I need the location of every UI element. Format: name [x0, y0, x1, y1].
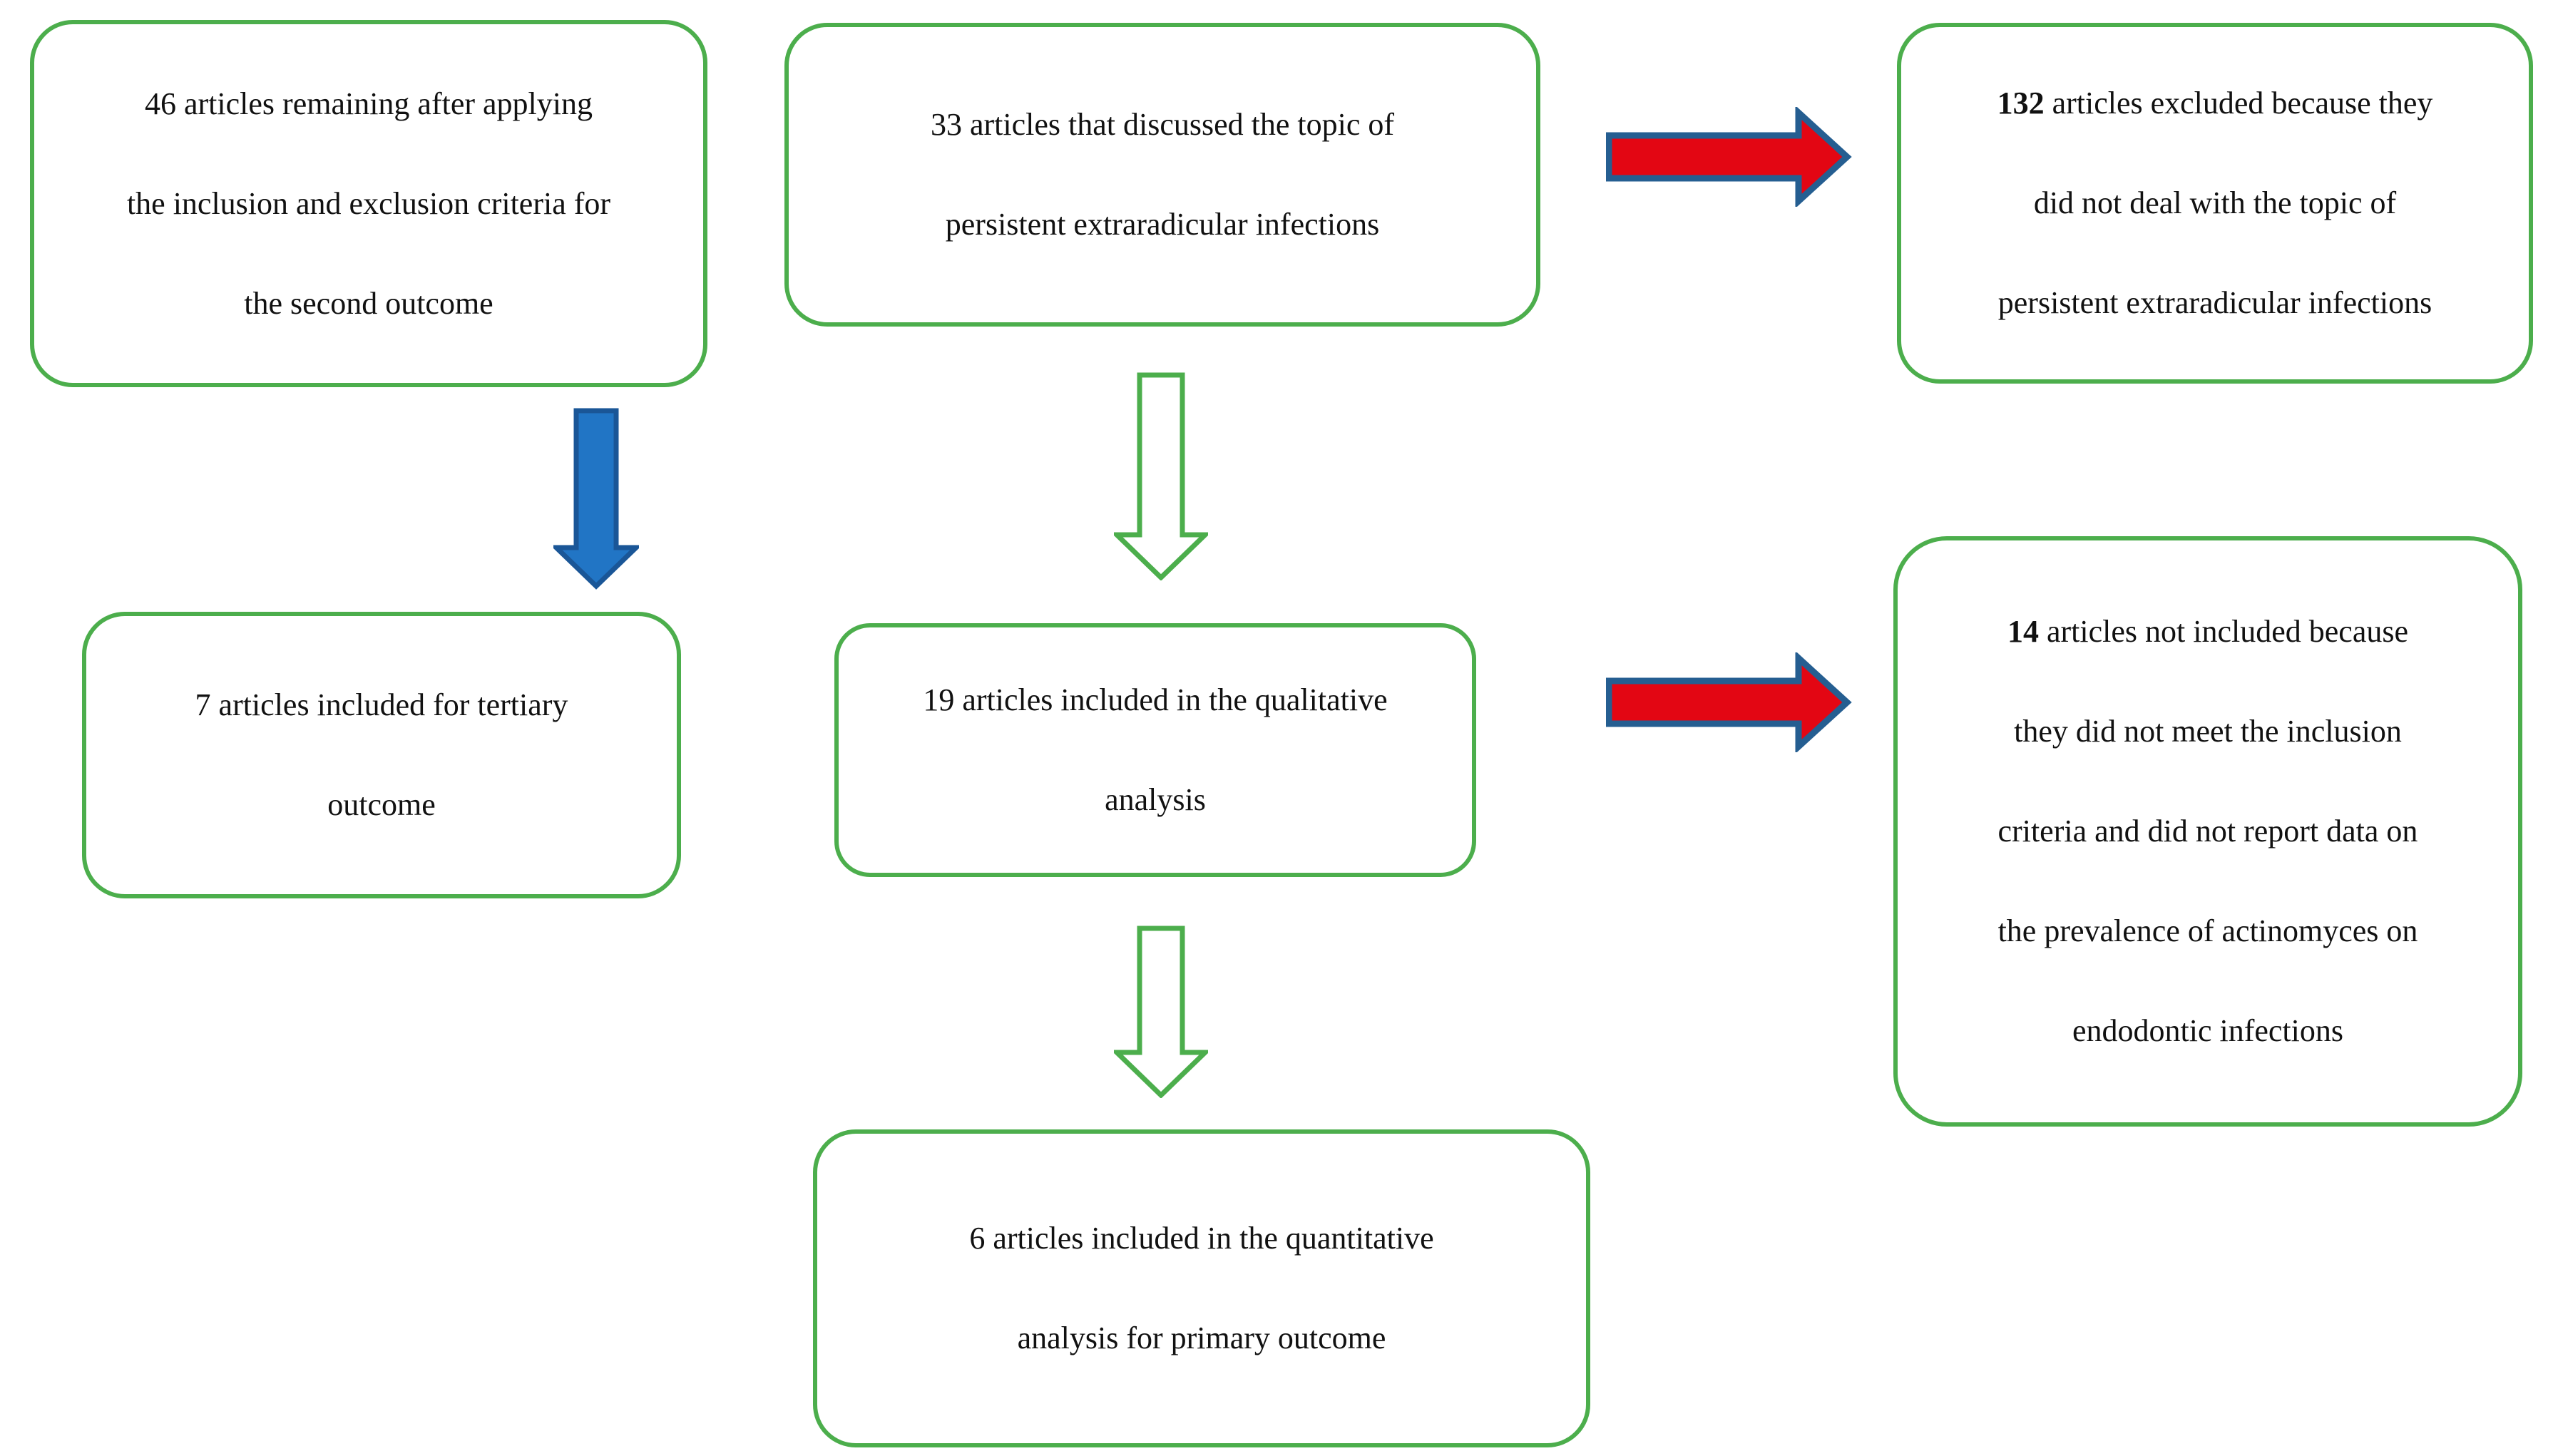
- red-right-arrow-icon: [1606, 652, 1852, 752]
- box-line: 46 articles remaining after applying: [145, 86, 593, 121]
- red-right-arrow-shape: [1606, 107, 1852, 207]
- green-down-arrow-icon: [1114, 926, 1208, 1098]
- box-line: 132 articles excluded because they: [1997, 53, 2433, 153]
- box-line: 6 articles included in the quantitative: [969, 1221, 1434, 1256]
- green-down-arrow-shape: [1114, 926, 1208, 1098]
- box-46-articles-remaining: 46 articles remaining after applying the…: [30, 20, 707, 387]
- box-19-articles-qualitative: 19 articles included in the qualitative …: [834, 623, 1476, 877]
- box-line: analysis: [1105, 782, 1206, 817]
- box-line: criteria and did not report data on: [1997, 814, 2418, 849]
- blue-down-arrow-shape: [553, 408, 639, 590]
- box-line: analysis for primary outcome: [1017, 1321, 1386, 1355]
- box-line: the inclusion and exclusion criteria for: [126, 185, 611, 221]
- box-line: the second outcome: [244, 285, 493, 321]
- box-line: outcome: [327, 787, 436, 822]
- red-right-arrow-shape: [1606, 652, 1852, 752]
- box-line-text: articles not included because: [2038, 614, 2408, 649]
- bold-count: 132: [1997, 86, 2045, 121]
- box-line: the prevalence of actinomyces on: [1997, 913, 2418, 948]
- box-line: 14 articles not included because: [2007, 582, 2408, 682]
- box-14-articles-not-included: 14 articles not included because they di…: [1893, 536, 2522, 1127]
- blue-down-arrow-icon: [553, 408, 639, 590]
- box-132-articles-excluded: 132 articles excluded because they did n…: [1897, 23, 2533, 384]
- green-down-arrow-icon: [1114, 372, 1208, 580]
- box-line: endodontic infections: [2072, 1013, 2343, 1048]
- box-33-articles-discussed: 33 articles that discussed the topic of …: [784, 23, 1540, 327]
- box-line: persistent extraradicular infections: [945, 207, 1380, 242]
- box-line: 19 articles included in the qualitative: [923, 682, 1388, 717]
- box-line: 33 articles that discussed the topic of: [930, 107, 1395, 142]
- green-down-arrow-shape: [1114, 372, 1208, 580]
- box-7-articles-tertiary: 7 articles included for tertiary outcome: [82, 612, 681, 898]
- box-line-text: articles excluded because they: [2044, 86, 2433, 121]
- box-line: persistent extraradicular infections: [1997, 285, 2432, 320]
- box-line: they did not meet the inclusion: [2014, 714, 2402, 749]
- box-6-articles-quantitative: 6 articles included in the quantitative …: [813, 1129, 1590, 1447]
- bold-count: 14: [2007, 614, 2039, 649]
- red-right-arrow-icon: [1606, 107, 1852, 207]
- box-line: did not deal with the topic of: [2033, 185, 2397, 220]
- box-line: 7 articles included for tertiary: [195, 687, 568, 722]
